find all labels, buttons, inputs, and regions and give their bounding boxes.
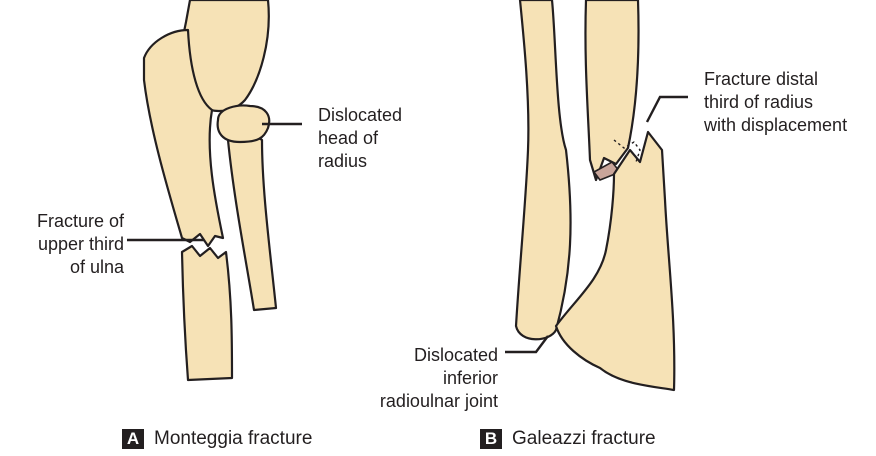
caption-text-b: Galeazzi fracture: [512, 428, 656, 450]
caption-letter-b: B: [480, 429, 502, 449]
radius-shaft: [228, 134, 276, 310]
ulna-distal: [182, 246, 232, 380]
caption-text-a: Monteggia fracture: [154, 428, 312, 450]
caption-letter-a: A: [122, 429, 144, 449]
label-dislocated-head: Dislocated head of radius: [318, 104, 402, 173]
caption-a: A Monteggia fracture: [122, 428, 312, 450]
caption-b: B Galeazzi fracture: [480, 428, 656, 450]
ulna-b: [516, 0, 571, 339]
radius-distal: [556, 132, 674, 390]
leader-fracture-distal: [647, 97, 688, 122]
label-fracture-distal: Fracture distal third of radius with dis…: [704, 68, 847, 137]
label-dislocated-joint: Dislocated inferior radioulnar joint: [352, 344, 498, 413]
label-fracture-ulna: Fracture of upper third of ulna: [4, 210, 124, 279]
radial-head: [218, 106, 270, 142]
